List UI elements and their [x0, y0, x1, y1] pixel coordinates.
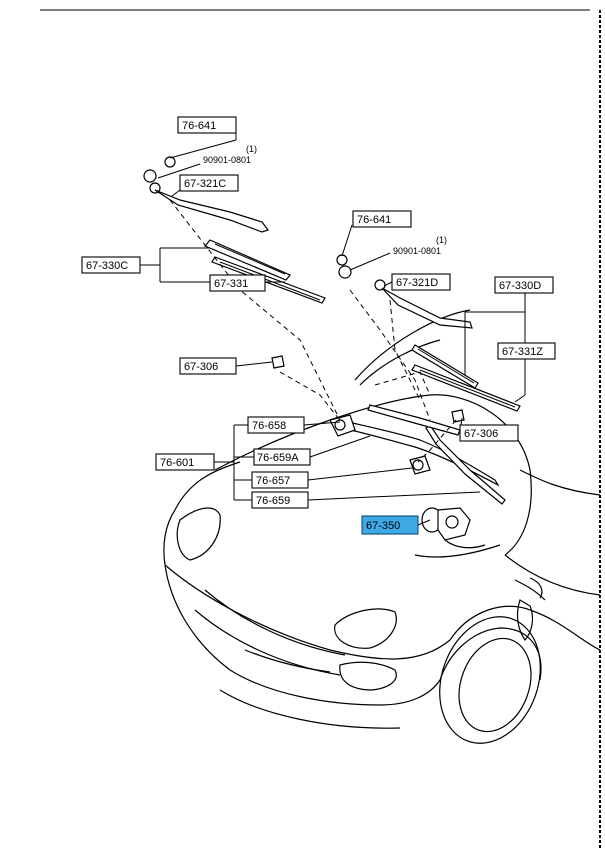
- label-76-601[interactable]: 76-601: [155, 453, 215, 471]
- part-90901-right: 90901-0801: [393, 246, 441, 256]
- label-67-331[interactable]: 67-331: [209, 274, 266, 292]
- label-text: 76-659: [256, 495, 290, 507]
- label-text: 67-330D: [499, 280, 541, 292]
- label-text: 76-601: [160, 457, 194, 469]
- left-wiper-blade: [204, 239, 326, 304]
- label-67-306-left[interactable]: 67-306: [179, 357, 237, 375]
- label-67-330c[interactable]: 67-330C: [81, 256, 141, 274]
- clip-left: [271, 355, 285, 369]
- label-text: 76-641: [182, 120, 216, 132]
- dashed-guides: [169, 199, 457, 463]
- label-76-658[interactable]: 76-658: [247, 416, 305, 434]
- label-76-641-right[interactable]: 76-641: [352, 210, 412, 228]
- label-text: 67-350: [366, 520, 400, 532]
- right-pivot: [409, 455, 431, 475]
- label-text: 76-658: [252, 420, 286, 432]
- label-text: 67-306: [464, 428, 498, 440]
- label-76-641-left[interactable]: 76-641: [177, 116, 237, 134]
- label-text: 67-321C: [184, 178, 226, 190]
- label-76-657[interactable]: 76-657: [251, 471, 309, 489]
- part-90901-left: 90901-0801: [203, 155, 251, 165]
- wiper-motor: [421, 507, 486, 549]
- label-text: 67-331: [214, 278, 248, 290]
- label-67-330d[interactable]: 67-330D: [494, 276, 554, 294]
- label-text: 67-306: [184, 361, 218, 373]
- label-text: 76-657: [256, 475, 290, 487]
- wiper-linkage: [337, 404, 506, 505]
- label-67-321c[interactable]: 67-321C: [179, 174, 239, 192]
- label-67-321d[interactable]: 67-321D: [391, 273, 451, 291]
- label-text: 76-641: [357, 214, 391, 226]
- label-67-350[interactable]: 67-350: [361, 515, 419, 535]
- qty-left: (1): [246, 144, 257, 154]
- label-67-331z[interactable]: 67-331Z: [497, 342, 556, 360]
- right-wiper-blade: [411, 344, 521, 412]
- car-body: [163, 309, 601, 744]
- leader-lines: [140, 133, 526, 526]
- clip-right: [451, 409, 465, 423]
- label-76-659[interactable]: 76-659: [251, 491, 309, 509]
- label-text: 67-331Z: [502, 346, 543, 358]
- qty-right: (1): [436, 235, 447, 245]
- label-text: 67-321D: [396, 277, 438, 289]
- label-76-659a[interactable]: 76-659A: [253, 448, 311, 466]
- left-wiper-arm: [143, 156, 269, 233]
- label-text: 67-330C: [86, 260, 128, 272]
- label-67-306-right[interactable]: 67-306: [459, 424, 519, 442]
- label-text: 76-659A: [257, 452, 299, 464]
- right-wiper-arm: [336, 254, 473, 329]
